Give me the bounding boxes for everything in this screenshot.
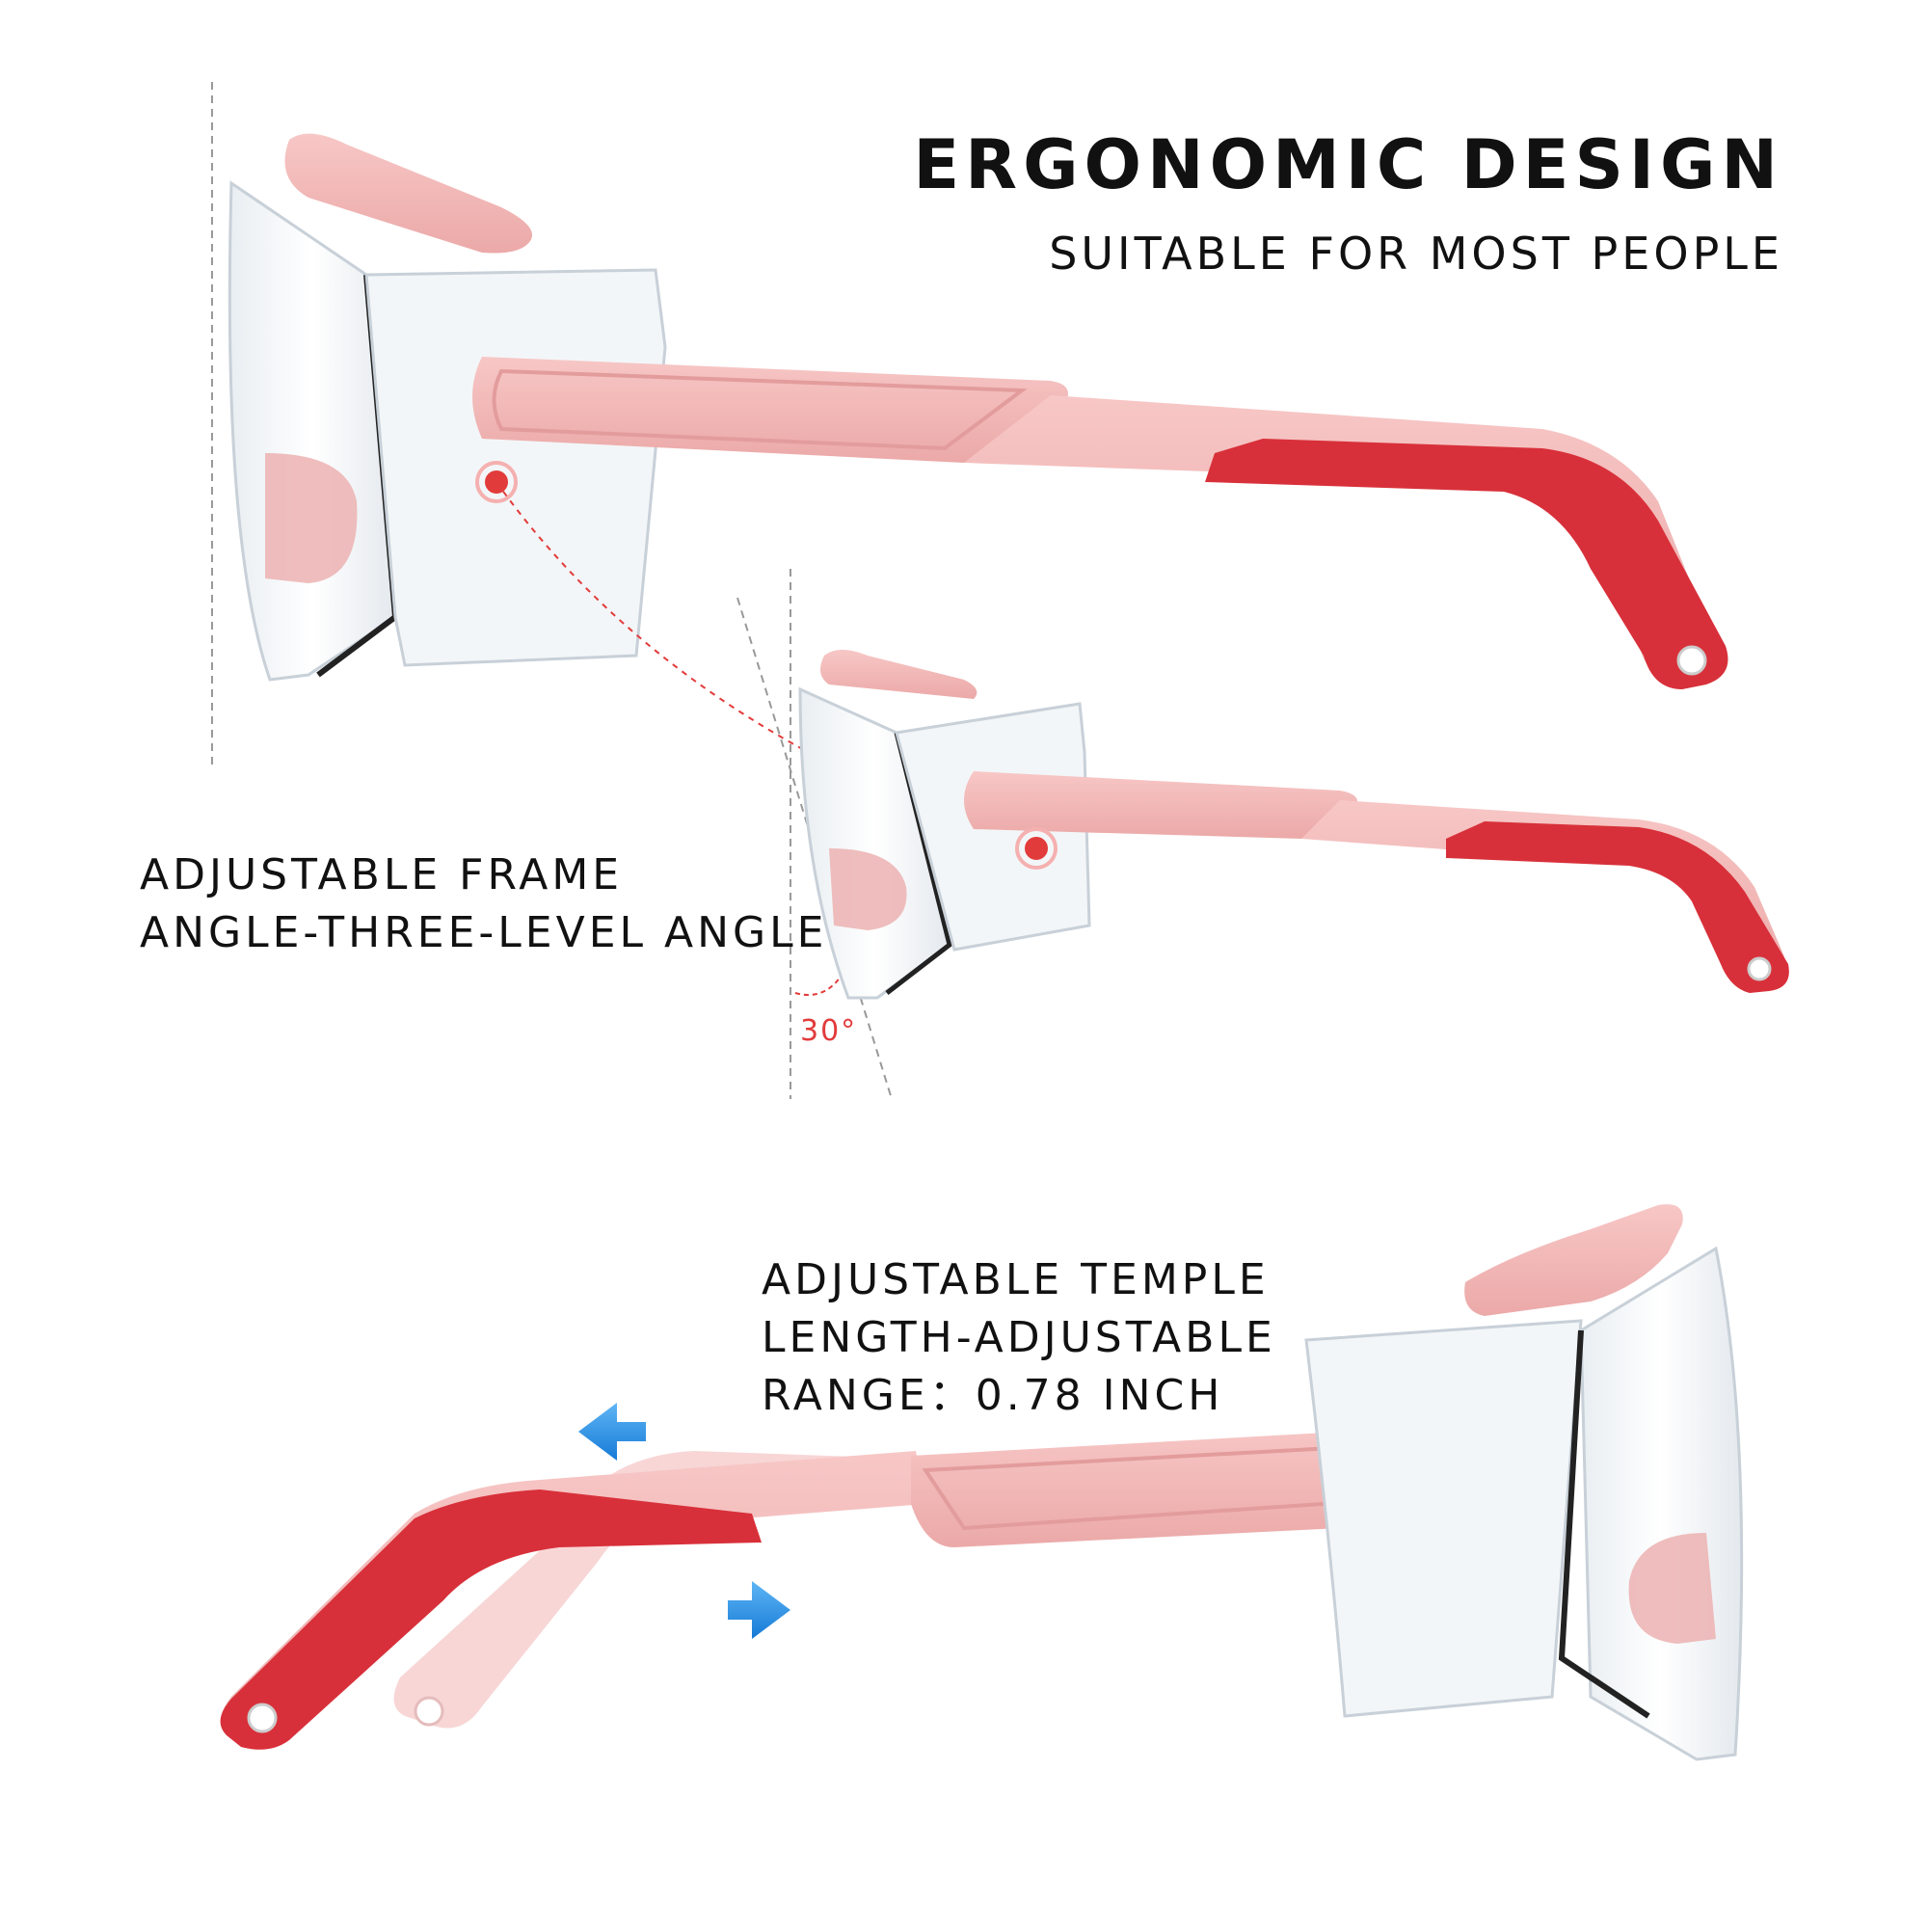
temple-tip-hole-mid xyxy=(1747,956,1772,981)
nose-pad xyxy=(265,453,358,583)
side-lens-bottom xyxy=(1579,1246,1744,1761)
page-subtitle: SUITABLE FOR MOST PEOPLE xyxy=(1049,228,1783,280)
page-title: ERGONOMIC DESIGN xyxy=(913,125,1783,204)
temple-tip-hole xyxy=(1676,645,1707,676)
bottom-glasses xyxy=(220,1204,1744,1761)
angle-label: 30° xyxy=(800,1014,858,1048)
brow-pad xyxy=(284,133,532,254)
temple-arm-mid xyxy=(964,771,1357,839)
arrow-right-icon xyxy=(728,1581,790,1639)
side-lens xyxy=(228,180,397,682)
nose-pad-mid xyxy=(829,848,907,930)
brow-pad-mid xyxy=(820,650,977,699)
middle-glasses xyxy=(736,569,1789,1100)
temple-tip-hole-faded xyxy=(414,1696,444,1727)
pivot-dot-mid xyxy=(1025,837,1048,860)
temple-feature-line-3: RANGE：0.78 INCH xyxy=(762,1371,1224,1420)
top-glasses xyxy=(211,82,1728,849)
temple-feature-line-2: LENGTH-ADJUSTABLE xyxy=(762,1313,1276,1362)
frame-feature-label: ADJUSTABLE FRAME ANGLE-THREE-LEVEL ANGLE xyxy=(140,846,827,962)
temple-feature-line-1: ADJUSTABLE TEMPLE xyxy=(762,1255,1270,1304)
frame-feature-line-2: ANGLE-THREE-LEVEL ANGLE xyxy=(140,908,828,957)
temple-feature-label: ADJUSTABLE TEMPLE LENGTH-ADJUSTABLE RANG… xyxy=(762,1251,1276,1425)
side-shield xyxy=(364,268,667,667)
frame-feature-line-1: ADJUSTABLE FRAME xyxy=(140,850,624,899)
brow-pad-bottom xyxy=(1464,1204,1683,1316)
side-shield-bottom xyxy=(1304,1319,1583,1718)
temple-inlay xyxy=(492,368,1028,451)
temple-tip xyxy=(1205,439,1728,689)
lens-edge-bottom xyxy=(1558,1329,1650,1719)
temple-tip-hole-bottom xyxy=(247,1703,278,1733)
nose-pad-bottom xyxy=(1628,1533,1716,1644)
temple-tip-mid xyxy=(1446,821,1789,993)
temple-arm xyxy=(472,357,1068,463)
arrow-left-icon xyxy=(578,1403,646,1461)
